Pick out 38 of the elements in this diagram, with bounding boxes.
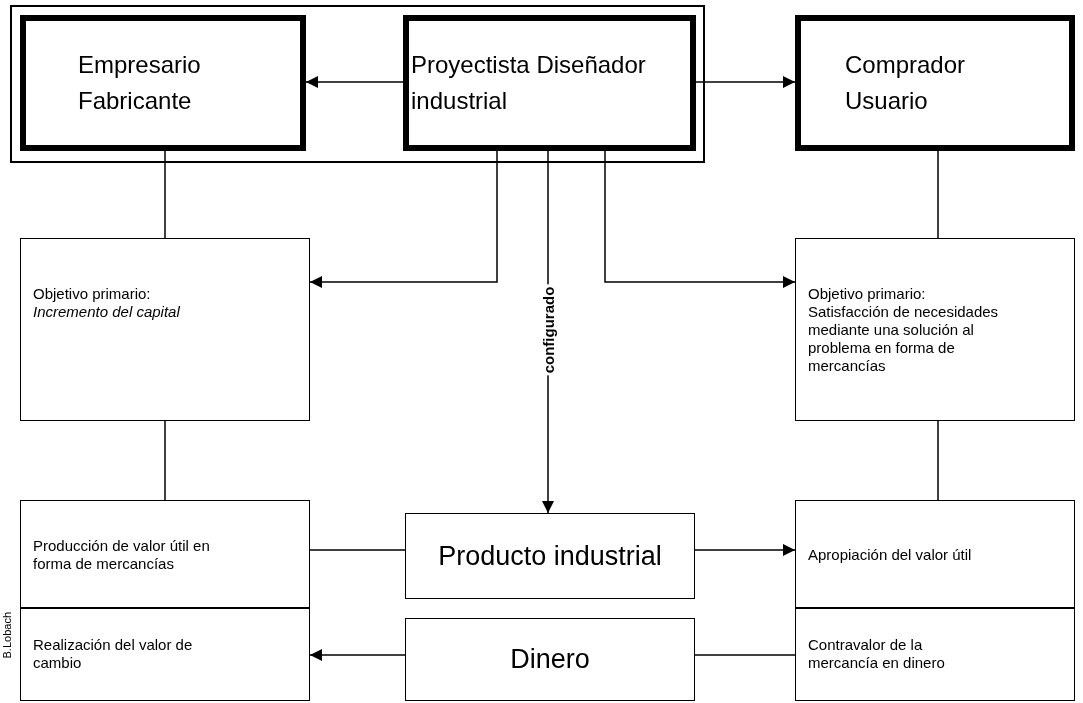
box-text: Proyectista Diseñador industrial (411, 50, 647, 116)
actor-box (20, 15, 306, 151)
connector-line (937, 150, 939, 239)
actor-box (795, 15, 1075, 151)
box-text: Dinero (510, 643, 590, 676)
process-box (20, 607, 310, 701)
arrow (309, 649, 406, 661)
box-text: Producto industrial (438, 539, 662, 573)
arrow (694, 544, 796, 556)
process-box (20, 500, 310, 609)
arrow (309, 150, 498, 288)
box-text: Satisfacción de necesidades mediante una solución al problema en forma de mercancías (808, 303, 1000, 375)
box-text: Producción de valor útil en forma de mercancías (33, 536, 211, 573)
connector-line (309, 549, 406, 551)
connector-line (164, 420, 166, 501)
box-heading: Objetivo primario: (808, 285, 926, 303)
connector-line (164, 150, 166, 239)
process-box (795, 500, 1075, 609)
connector-line (694, 654, 796, 656)
author-credit: B.Lobach (1, 612, 13, 659)
process-box (20, 238, 310, 421)
arrow (604, 150, 796, 288)
box-heading: Objetivo primario: (33, 285, 151, 303)
process-box (405, 513, 695, 599)
box-text: Comprador Usuario (845, 50, 967, 116)
arrow (305, 76, 404, 88)
box-text: Apropiación del valor útil (808, 545, 972, 564)
connector-line (937, 420, 939, 501)
box-text: Empresario Fabricante (78, 50, 202, 116)
process-box (795, 238, 1075, 421)
group-frame (10, 5, 705, 163)
actor-box (403, 15, 696, 151)
box-text: Realización del valor de cambio (33, 636, 194, 672)
process-box (405, 618, 695, 701)
process-box (795, 607, 1075, 701)
arrow (695, 76, 796, 88)
box-text: Incremento del capital (33, 303, 180, 321)
box-text: Contravalor de la mercancía en dinero (808, 636, 946, 672)
